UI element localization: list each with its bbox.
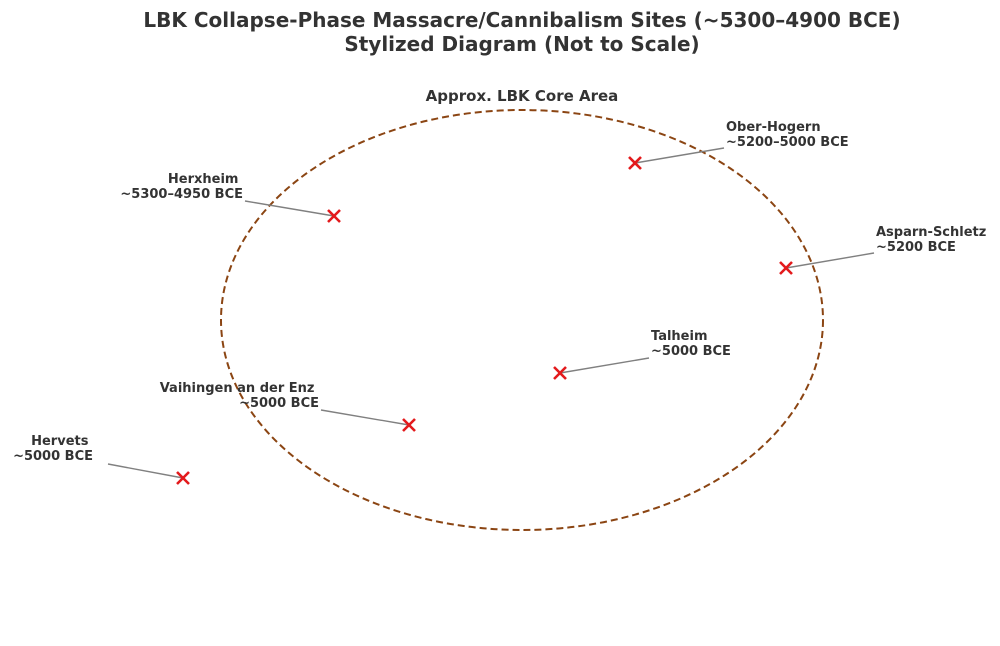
svg-text:Hervets ~5000 BCE: Hervets ~5000 BCE	[13, 434, 93, 464]
site-date: ~5300–4950 BCE	[120, 187, 243, 202]
site-herxheim: Herxheim ~5300–4950 BCE	[120, 172, 341, 223]
x-mark-icon	[628, 156, 642, 170]
x-mark-icon	[402, 418, 416, 432]
site-vaihingen-an-der-enz: Vaihingen an der Enz ~5000 BCE	[160, 381, 416, 432]
diagram-subtitle: Stylized Diagram (Not to Scale)	[344, 32, 699, 56]
svg-text:Talheim ~5000 BCE: Talheim ~5000 BCE	[651, 329, 731, 359]
diagram-title: LBK Collapse-Phase Massacre/Cannibalism …	[143, 8, 900, 32]
site-date: ~5000 BCE	[651, 344, 731, 359]
site-ober-hogern: Ober-Hogern ~5200–5000 BCE	[628, 120, 849, 170]
site-date: ~5200–5000 BCE	[726, 135, 849, 150]
svg-text:Asparn-Schletz ~5200 BCE: Asparn-Schletz ~5200 BCE	[876, 225, 991, 255]
leader-line	[559, 357, 650, 374]
svg-text:Vaihingen an der Enz ~50: Vaihingen an der Enz ~5000 BCE	[160, 381, 319, 411]
site-name: Herxheim	[168, 172, 239, 187]
site-name: Vaihingen an der Enz	[160, 381, 315, 396]
svg-text:Ober-Hogern ~5200–5000 B: Ober-Hogern ~5200–5000 BCE	[726, 120, 849, 150]
site-date: ~5000 BCE	[13, 449, 93, 464]
x-mark-icon	[779, 261, 793, 275]
site-name: Asparn-Schletz	[876, 225, 986, 240]
x-mark-icon	[176, 471, 190, 485]
leader-line	[785, 252, 875, 269]
leader-line	[107, 463, 184, 479]
leader-line	[244, 200, 335, 217]
lbk-core-area-outline	[220, 109, 824, 531]
site-date: ~5200 BCE	[876, 240, 956, 255]
x-mark-icon	[327, 209, 341, 223]
region-label: Approx. LBK Core Area	[426, 87, 619, 105]
leader-line	[320, 409, 410, 426]
site-hervets: Hervets ~5000 BCE	[13, 434, 190, 485]
site-name: Ober-Hogern	[726, 120, 821, 135]
site-talheim: Talheim ~5000 BCE	[553, 329, 731, 380]
site-name: Talheim	[651, 329, 708, 344]
site-date: ~5000 BCE	[239, 396, 319, 411]
svg-text:Herxheim ~5300–4950 BCE: Herxheim ~5300–4950 BCE	[120, 172, 243, 202]
site-name: Hervets	[31, 434, 89, 449]
leader-line	[634, 147, 725, 164]
x-mark-icon	[553, 366, 567, 380]
site-asparn-schletz: Asparn-Schletz ~5200 BCE	[779, 225, 991, 275]
